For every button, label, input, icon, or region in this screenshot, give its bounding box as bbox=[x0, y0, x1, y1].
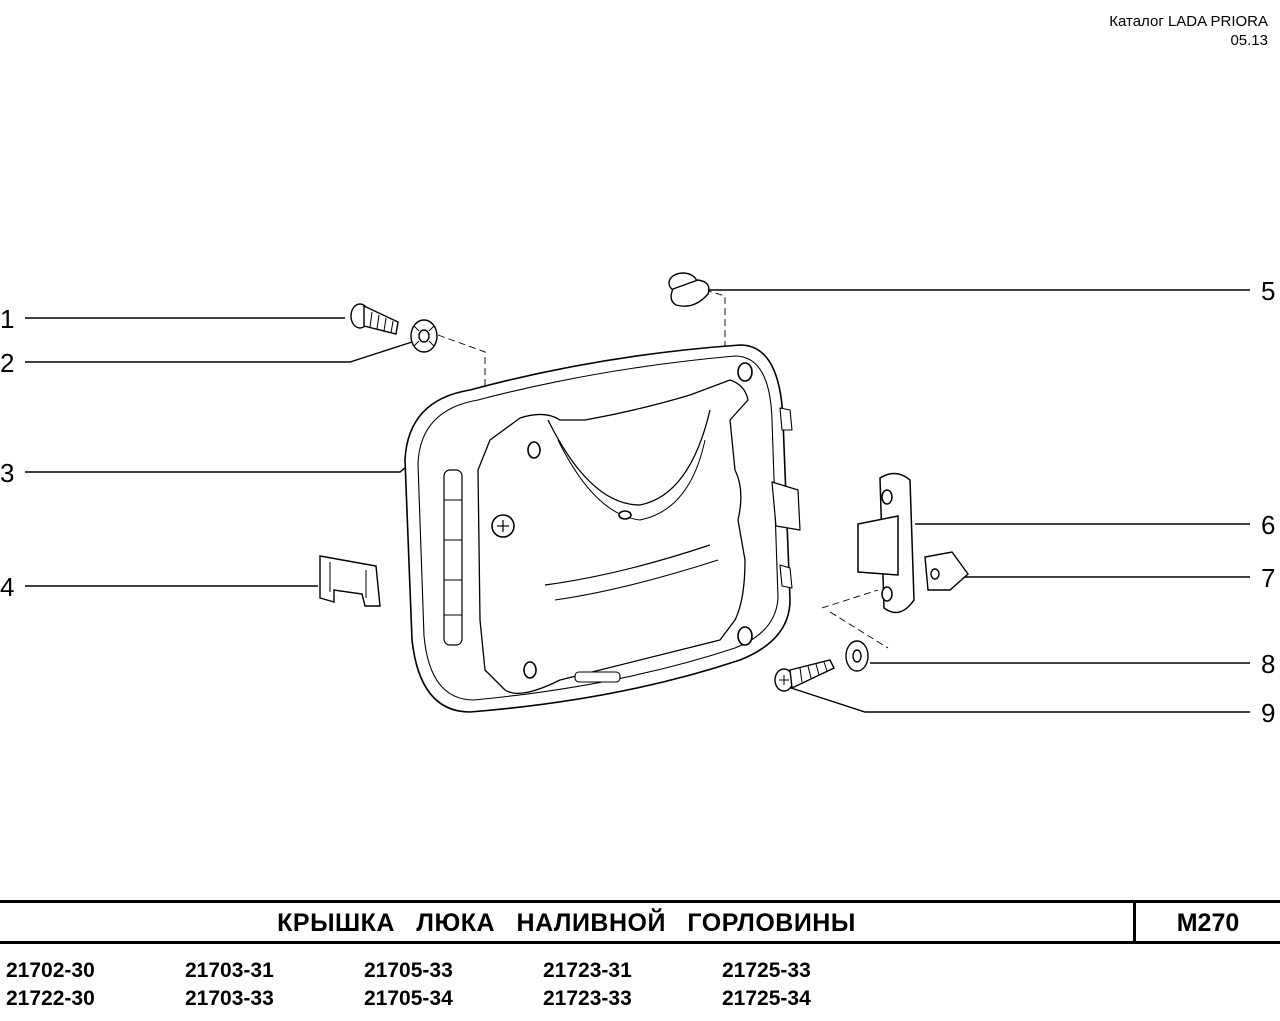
catalog-date: 05.13 bbox=[1230, 32, 1268, 49]
nut-clip-part-7 bbox=[924, 551, 969, 591]
model-code: 21723-33 bbox=[543, 987, 632, 1010]
bumper-part-5 bbox=[668, 272, 710, 307]
model-code: 21725-33 bbox=[722, 959, 811, 982]
model-code: 21705-33 bbox=[364, 959, 453, 982]
model-code: 21725-34 bbox=[722, 987, 811, 1010]
models-row: 21722-30 21703-33 21705-34 21723-33 2172… bbox=[6, 985, 901, 1013]
fuel-door bbox=[404, 344, 801, 713]
callout-5: 5 bbox=[1261, 276, 1275, 306]
section-code: М270 bbox=[1176, 909, 1240, 937]
model-code: 21722-30 bbox=[6, 987, 95, 1010]
model-code: 21703-33 bbox=[185, 987, 274, 1010]
washer-part-2 bbox=[410, 319, 438, 353]
leader-line-2 bbox=[25, 341, 413, 363]
section-title: КРЫШКА ЛЮКА НАЛИВНОЙ ГОРЛОВИНЫ bbox=[277, 909, 856, 937]
models-table: 21702-30 21703-31 21705-33 21723-31 2172… bbox=[6, 957, 901, 1013]
clip-part-4 bbox=[319, 555, 381, 607]
catalog-header: Каталог LADA PRIORA 05.13 bbox=[1109, 12, 1268, 50]
model-code: 21703-31 bbox=[185, 959, 274, 982]
callout-6: 6 bbox=[1261, 510, 1275, 540]
model-code: 21705-34 bbox=[364, 987, 453, 1010]
parts-diagram: 1 2 3 4 5 6 7 8 9 bbox=[0, 272, 1275, 728]
callout-7: 7 bbox=[1261, 563, 1275, 593]
leader-line-9 bbox=[784, 685, 1250, 713]
bolt-part-1 bbox=[350, 303, 399, 335]
callout-9: 9 bbox=[1261, 698, 1275, 728]
washer-part-8 bbox=[845, 640, 869, 672]
bracket-part-6 bbox=[857, 472, 915, 614]
callout-4: 4 bbox=[0, 572, 14, 602]
model-code: 21702-30 bbox=[6, 959, 95, 982]
leader-line-3 bbox=[25, 461, 413, 473]
callout-8: 8 bbox=[1261, 649, 1275, 679]
callout-3: 3 bbox=[0, 458, 14, 488]
screw-part-9 bbox=[774, 659, 835, 692]
footer-title-bar: КРЫШКА ЛЮКА НАЛИВНОЙ ГОРЛОВИНЫ М270 bbox=[0, 900, 1280, 944]
models-row: 21702-30 21703-31 21705-33 21723-31 2172… bbox=[6, 957, 901, 985]
callout-1: 1 bbox=[0, 304, 14, 334]
section-divider bbox=[1133, 903, 1136, 941]
model-code: 21723-31 bbox=[543, 959, 632, 982]
callout-2: 2 bbox=[0, 348, 14, 378]
catalog-name: Каталог LADA PRIORA bbox=[1109, 13, 1268, 30]
